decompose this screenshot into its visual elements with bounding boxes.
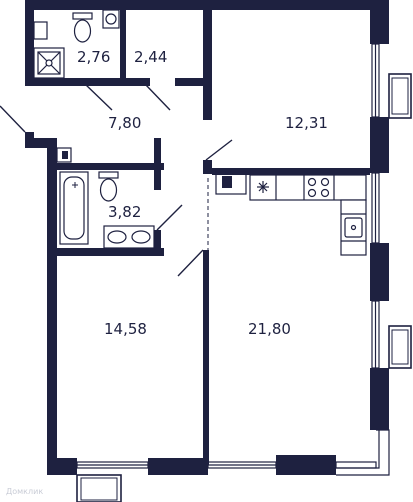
kitchen-top-wall xyxy=(212,168,370,175)
wc-toilet xyxy=(73,19,92,43)
right-wall xyxy=(370,0,389,44)
windows xyxy=(76,43,390,476)
room-area-wc: 2,76 xyxy=(77,48,110,66)
bath-top-wall xyxy=(57,163,164,170)
room-area-bedroom-top: 12,31 xyxy=(285,114,328,132)
walls xyxy=(25,0,389,475)
bottom-wall xyxy=(148,458,208,475)
bath-sparkle-icon xyxy=(72,182,78,188)
living-wall xyxy=(203,250,209,465)
bath-right-wall xyxy=(154,230,161,256)
living-door xyxy=(177,249,204,277)
watermark: Домклик xyxy=(6,487,43,496)
bath-riser xyxy=(56,147,72,163)
riser-box xyxy=(33,21,48,40)
wc-sink-bowl xyxy=(105,13,117,25)
bath-right-wall xyxy=(154,138,161,190)
fridge-icon xyxy=(257,181,269,193)
bedroom-wall xyxy=(203,10,212,120)
wc-bottom-wall xyxy=(25,78,120,86)
kitchen-riser xyxy=(215,171,247,195)
balcony-inner xyxy=(80,477,118,501)
balcony-inner xyxy=(391,77,409,115)
bath-door xyxy=(156,204,183,231)
bath-toilet-tank xyxy=(98,171,119,179)
entrance-door xyxy=(0,105,26,133)
bottom-wall xyxy=(47,458,77,475)
right-wall xyxy=(370,368,389,430)
fixtures xyxy=(33,9,367,256)
room-area-living-kitchen: 21,80 xyxy=(248,320,291,338)
bath-toilet xyxy=(99,178,118,202)
balconies xyxy=(76,73,412,502)
room-area-storage: 2,44 xyxy=(134,48,167,66)
window xyxy=(335,461,377,469)
room-area-bedroom: 14,58 xyxy=(104,320,147,338)
kitchen-counter-top xyxy=(249,174,367,201)
left-jog xyxy=(25,138,50,148)
left-wall-lower xyxy=(47,138,57,475)
right-wall xyxy=(370,117,389,173)
room-area-bathroom: 3,82 xyxy=(108,203,141,221)
storage-bottom-wall xyxy=(120,78,150,86)
bath-bottom-wall xyxy=(57,248,164,256)
wc-toilet-tank xyxy=(72,12,93,20)
wc-divider xyxy=(120,10,126,86)
wc-door xyxy=(84,83,113,111)
bottom-wall xyxy=(276,455,336,475)
bedroom-door xyxy=(205,139,233,161)
balcony-inner xyxy=(391,329,409,365)
bathtub-inner xyxy=(63,176,85,240)
room-area-hall: 7,80 xyxy=(108,114,141,132)
left-wall-upper xyxy=(25,0,34,84)
storage-door xyxy=(144,83,171,111)
right-wall xyxy=(370,243,389,301)
bedroom-wall xyxy=(203,160,212,174)
storage-bottom-wall xyxy=(175,78,210,86)
doors xyxy=(0,83,233,277)
top-wall xyxy=(25,0,389,10)
